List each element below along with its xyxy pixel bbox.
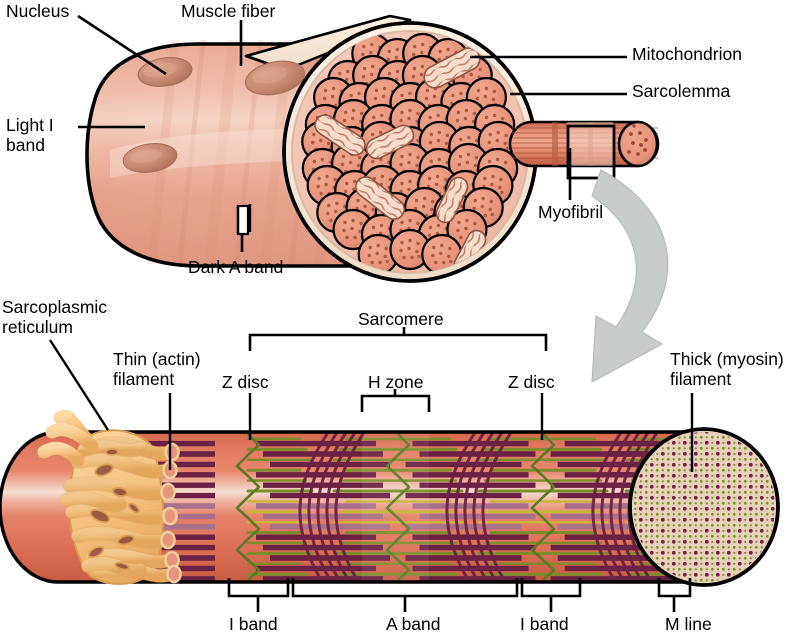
m-line — [600, 432, 631, 582]
label-light-i-band: Light I band — [6, 115, 54, 155]
m-line — [481, 432, 512, 582]
m-line — [618, 432, 649, 582]
z-disc — [235, 433, 261, 581]
m-line — [307, 432, 338, 582]
m-line — [325, 432, 356, 582]
label-i-band-left: I band — [229, 614, 278, 634]
magnify-region-box — [566, 124, 616, 180]
label-mitochondrion: Mitochondrion — [632, 44, 742, 64]
mitochondrion — [314, 114, 366, 156]
label-m-line: M line — [665, 614, 712, 634]
m-line — [591, 432, 622, 582]
label-thin-actin-filament: Thin (actin) filament — [113, 349, 201, 389]
mitochondrion — [355, 176, 405, 220]
m-line — [609, 432, 640, 582]
label-z-disc-right: Z disc — [508, 372, 555, 392]
m-line — [316, 432, 347, 582]
label-myofibril: Myofibril — [538, 202, 604, 222]
nucleus — [244, 60, 306, 96]
label-z-disc-left: Z disc — [222, 372, 269, 392]
label-sarcoplasmic-reticulum: Sarcoplasmic reticulum — [2, 297, 108, 337]
fiber-cross-section — [282, 21, 538, 283]
label-a-band: A band — [386, 614, 441, 634]
label-i-band-right: I band — [520, 614, 569, 634]
sarcoplasmic-reticulum — [37, 410, 182, 585]
nucleus — [122, 143, 178, 173]
bracket-h-zone — [360, 394, 431, 412]
label-thick-myosin-filament: Thick (myosin) filament — [670, 349, 784, 389]
leader-nucleus — [77, 14, 167, 76]
leader-lines-lower — [48, 339, 694, 472]
m-line — [472, 432, 503, 582]
z-disc — [530, 433, 556, 581]
bracket-group — [227, 327, 692, 612]
label-dark-a-band: Dark A band — [188, 257, 284, 277]
m-line — [454, 432, 485, 582]
muscle-fiber-group — [77, 14, 669, 383]
mitochondrion — [423, 47, 481, 89]
m-line — [334, 432, 365, 582]
label-sarcomere: Sarcomere — [358, 309, 444, 329]
label-nucleus: Nucleus — [6, 1, 70, 21]
label-muscle-fiber: Muscle fiber — [181, 1, 276, 21]
zoom-arrow-icon — [591, 169, 669, 383]
myofibril-detail-group — [0, 327, 780, 612]
mitochondrion — [365, 124, 415, 160]
m-line — [298, 432, 329, 582]
mitochondrion — [435, 176, 469, 224]
leader-lines-upper — [77, 14, 627, 252]
label-h-zone: H zone — [368, 372, 424, 392]
leader-sarcoplasmic-reticulum — [48, 339, 110, 431]
myofibril-cross-section — [628, 427, 780, 587]
label-sarcolemma: Sarcolemma — [632, 81, 731, 101]
sarcomere-bands — [96, 432, 700, 582]
bracket-sarcomere — [248, 333, 548, 351]
dark-a-band-marker — [236, 204, 250, 236]
m-line — [463, 432, 494, 582]
z-disc — [385, 433, 411, 581]
myofibril-callout — [508, 120, 660, 180]
m-line — [445, 432, 476, 582]
